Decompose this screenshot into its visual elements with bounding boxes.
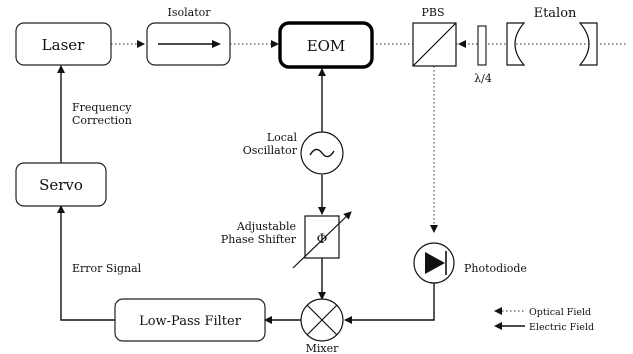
servo-block: Servo	[15, 162, 107, 207]
optical-return-arrow	[458, 40, 466, 48]
local-oscillator-symbol	[300, 131, 344, 175]
laser-label: Laser	[42, 36, 85, 54]
low-pass-filter-label: Low-Pass Filter	[139, 314, 242, 329]
legend-electric-arrow	[494, 322, 502, 330]
legend-electric-label: Electric Field	[529, 322, 594, 333]
laser-block: Laser	[15, 22, 112, 66]
local-oscillator-label: Local	[267, 131, 298, 144]
eom-label: EOM	[307, 37, 346, 55]
isolator-label: Isolator	[168, 6, 212, 19]
phase-shifter-block: Φ	[292, 211, 352, 269]
phase-shifter-label: Adjustable	[236, 220, 296, 233]
etalon-cavity	[506, 22, 598, 66]
isolator-block	[146, 22, 231, 66]
pbs-label: PBS	[421, 6, 444, 19]
mixer-symbol	[300, 298, 344, 342]
low-pass-filter-block: Low-Pass Filter	[114, 298, 266, 342]
adjust-arrow	[292, 211, 352, 269]
legend: Optical Field Electric Field	[494, 307, 594, 333]
mixer-label: Mixer	[306, 342, 339, 354]
quarter-wave-plate	[477, 25, 487, 66]
photodiode-label: Photodiode	[464, 262, 527, 275]
svg-text:Correction: Correction	[72, 114, 132, 127]
frequency-correction-label: Frequency	[72, 101, 132, 114]
error-signal-label: Error Signal	[72, 262, 142, 275]
legend-optical-arrow	[494, 307, 502, 315]
legend-optical-label: Optical Field	[529, 307, 591, 318]
pbs-cube	[412, 22, 457, 67]
etalon-label: Etalon	[534, 6, 577, 21]
wire-photodiode-to-mixer	[344, 283, 435, 324]
svg-text:Oscillator: Oscillator	[243, 144, 298, 157]
servo-label: Servo	[39, 176, 83, 194]
waveplate-label: λ/4	[474, 72, 492, 85]
svg-text:Phase Shifter: Phase Shifter	[221, 233, 297, 246]
eom-block: EOM	[278, 21, 374, 69]
wire-filter-to-servo	[57, 205, 115, 321]
photodiode-symbol	[413, 242, 455, 284]
